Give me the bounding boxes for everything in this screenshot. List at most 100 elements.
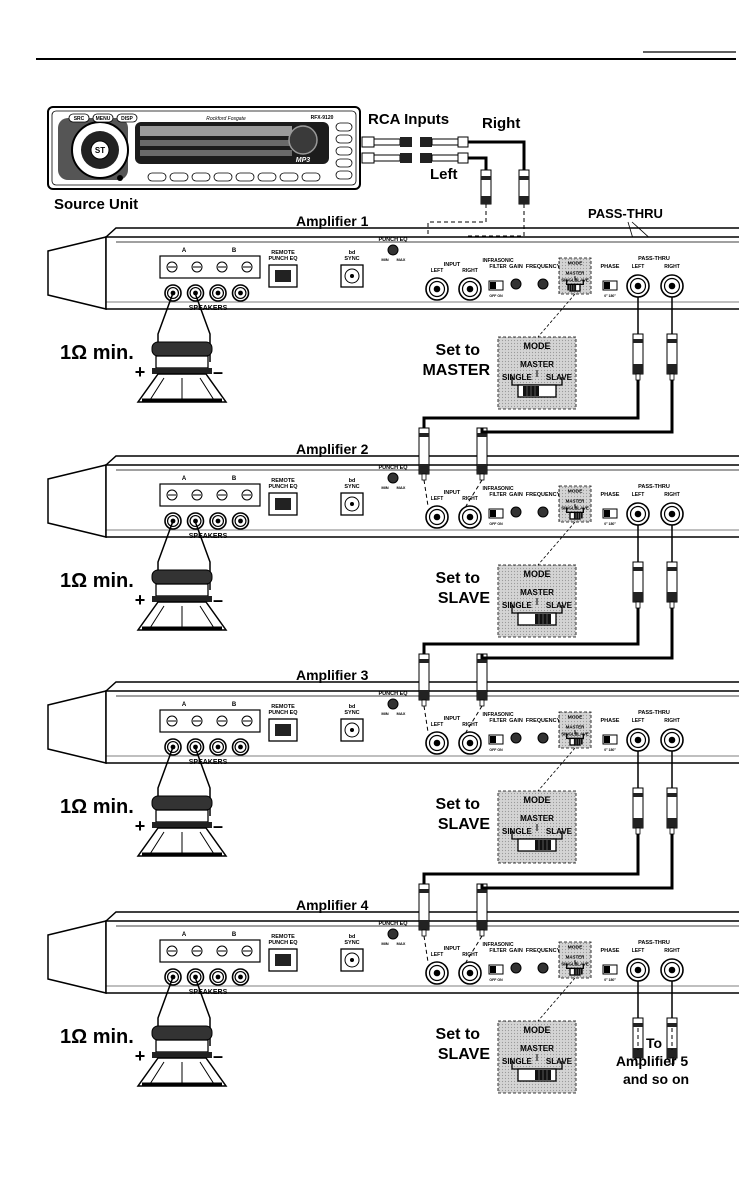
amp4-input-right-jack <box>458 961 482 985</box>
amp3-set-to: Set to <box>436 796 481 813</box>
amp4-terminal-a: A <box>182 932 187 938</box>
amp1-pass-right-label: RIGHT <box>664 264 680 270</box>
amp2-detail-mode-switch-title: MODE <box>524 569 551 579</box>
amp3-detail-mode-switch-title: MODE <box>524 795 551 805</box>
amp1-detail-mode-switch-title: MODE <box>524 341 551 351</box>
amp4-remote-label: REMOTE <box>271 934 295 940</box>
amp2-punch-min: MIN <box>381 485 388 490</box>
amp1-load-label: 1Ω min. <box>60 342 134 364</box>
amp3-speaker-minus: – <box>213 816 223 836</box>
amp1-panel-mode-switch-title: MODE <box>568 261 584 267</box>
amp2-filter-label: FILTER <box>489 492 507 498</box>
amp4-panel-mode-switch-single: SINGLE <box>561 962 577 967</box>
amp4-detail-mode-switch-master: MASTER <box>520 1044 554 1053</box>
amp3-frequency-knob <box>537 732 549 744</box>
amp1-speaker-post-3 <box>209 284 227 302</box>
amp3-input-right-plug <box>476 653 488 707</box>
amp2-gain-knob <box>510 506 522 518</box>
amp3-heatsink-end <box>47 690 107 764</box>
amp1-remote-punch-label: PUNCH EQ <box>268 256 298 262</box>
amp3-frequency-label: FREQUENCY <box>526 718 561 724</box>
amp1-frequency-label: FREQUENCY <box>526 264 561 270</box>
amp3-off-on: OFF ON <box>489 748 503 752</box>
amp3-input-label: INPUT <box>444 716 461 722</box>
amp2-input-right-jack <box>458 505 482 529</box>
mp3-badge: MP3 <box>296 157 311 164</box>
menu-button: MENU <box>96 116 111 122</box>
amp3-pass-thru-right-jack <box>660 728 684 752</box>
amp2-set-to: Set to <box>436 570 481 587</box>
amp3-input-left-label: LEFT <box>431 722 444 728</box>
amp2-panel-mode-switch-single: SINGLE <box>561 506 577 511</box>
amp4-off-on: OFF ON <box>489 978 503 982</box>
amp3-phase-label: PHASE <box>601 718 620 724</box>
footer-note: To Amplifier 5 and so on <box>616 1028 689 1087</box>
amp3-terminal-b: B <box>232 702 237 708</box>
amp3-pass-left-plug <box>632 787 644 835</box>
amp3-gain-label: GAIN <box>509 718 523 724</box>
amp1-detail-mode-switch-slave: SLAVE <box>546 373 573 382</box>
amp2-input-label: INPUT <box>444 490 461 496</box>
amp2-phase-label: PHASE <box>601 492 620 498</box>
footer-line-3: and so on <box>623 1071 689 1087</box>
amp4-frequency-knob <box>537 962 549 974</box>
amp1-gain-label: GAIN <box>509 264 523 270</box>
amp2-pass-right-label: RIGHT <box>664 492 680 498</box>
amp1-remote-label: REMOTE <box>271 250 295 256</box>
amp4-input-right-plug <box>476 883 488 937</box>
amp4-load-label: 1Ω min. <box>60 1026 134 1048</box>
amp3-pass-thru-label: PASS-THRU <box>638 710 670 716</box>
amp2-frequency-knob <box>537 506 549 518</box>
source-unit-top-buttons: SRC MENU DISP <box>68 113 138 123</box>
model-label: RFX-9120 <box>311 115 334 121</box>
amp4-punch-max: MAX <box>397 941 406 946</box>
amp1-input-label: INPUT <box>444 262 461 268</box>
chain-cable-2-to-3 <box>422 608 674 660</box>
amp4-speaker-minus: – <box>213 1046 223 1066</box>
amp4-title: Amplifier 4 <box>296 897 369 913</box>
chain-cable-layer <box>422 380 674 890</box>
amp4-infrasonic-label: INFRASONIC <box>482 942 514 948</box>
amp4-terminal-b: B <box>232 932 237 938</box>
amp2-speaker <box>136 569 228 631</box>
amp2-bd-label: bd <box>349 478 356 484</box>
amp3-speaker-post-3 <box>209 738 227 756</box>
amp2-punch-eq-label: PUNCH EQ <box>378 465 408 471</box>
amp3-speaker <box>136 795 228 857</box>
amp1-punch-max: MAX <box>397 257 406 262</box>
amp1-speaker-post-4 <box>231 284 250 302</box>
amp4-panel-mode-switch-title: MODE <box>568 945 584 951</box>
amp4-speaker <box>136 1025 228 1087</box>
amp2-pass-left-plug <box>632 561 644 609</box>
amp1-detail-mode-switch-single: SINGLE <box>502 373 532 382</box>
amp2-speaker-minus: – <box>213 590 223 610</box>
amp2-terminal-b: B <box>232 476 237 482</box>
amp4-pass-left-label: LEFT <box>632 948 645 954</box>
amp4-panel-mode-switch-slave: SLAVE <box>574 962 588 967</box>
amp2-punch-max: MAX <box>397 485 406 490</box>
amp1-heatsink-end <box>47 236 107 310</box>
source-unit-caption: Source Unit <box>54 196 138 213</box>
chain-cable-3-to-4 <box>422 834 674 890</box>
amp4-remote-punch-label: PUNCH EQ <box>268 940 298 946</box>
amp2-input-left-plug <box>418 427 430 481</box>
amp1-panel-mode-switch-master: MASTER <box>566 271 585 276</box>
amp4-gain-label: GAIN <box>509 948 523 954</box>
rca-inputs-title: RCA Inputs <box>368 111 449 128</box>
rca-left-label: Left <box>430 166 458 183</box>
amp1-pass-thru-right-jack <box>660 274 684 298</box>
amp3-punch-eq-label: PUNCH EQ <box>378 691 408 697</box>
amp1-input-right-label: RIGHT <box>462 268 478 274</box>
rca-cables-source <box>361 136 530 280</box>
amp4-pass-right-label: RIGHT <box>664 948 680 954</box>
